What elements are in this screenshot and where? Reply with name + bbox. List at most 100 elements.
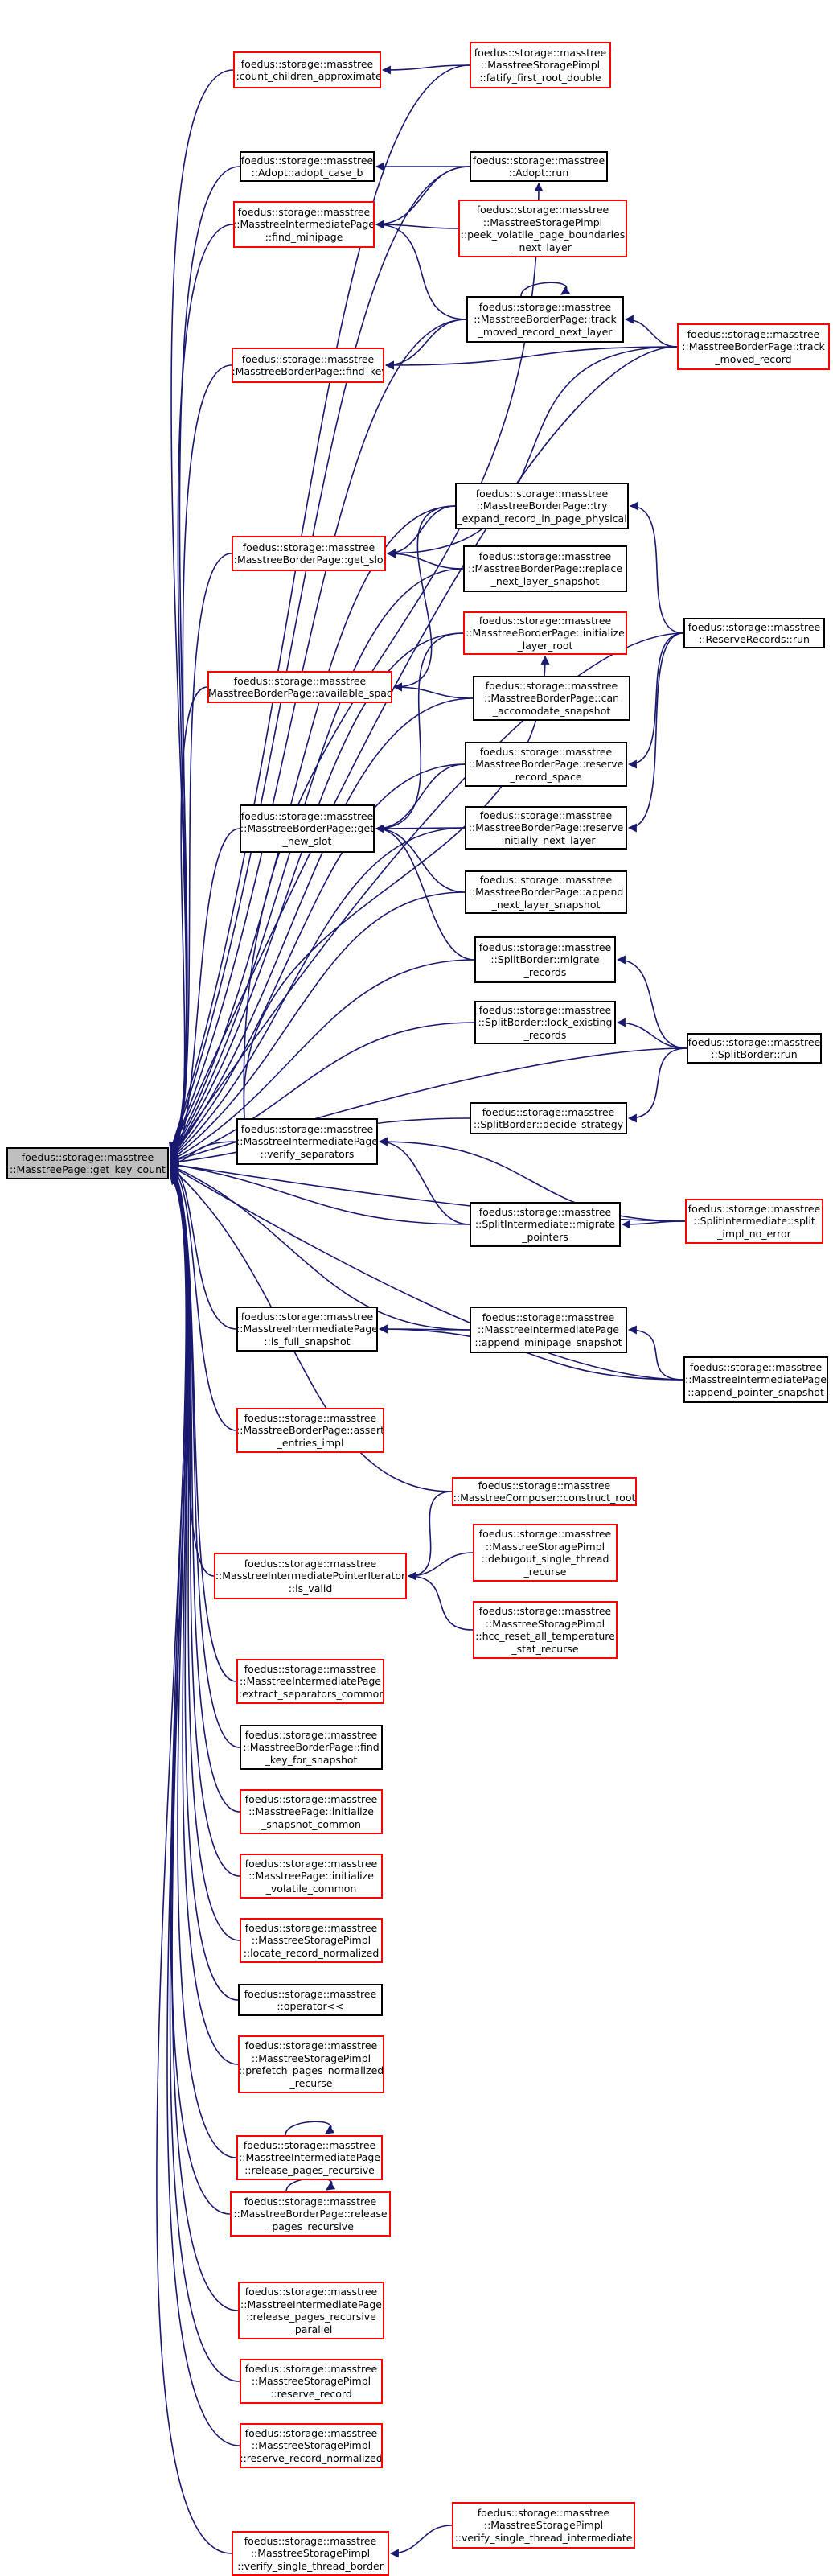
call-edge <box>392 682 474 699</box>
call-edge <box>375 824 466 893</box>
function-node[interactable]: foedus::storage::masstree ::MasstreeInte… <box>236 2135 383 2180</box>
call-edge <box>170 505 456 1157</box>
call-edge <box>375 824 466 833</box>
call-edge <box>375 632 464 833</box>
function-node[interactable]: foedus::storage::masstree ::MasstreeStor… <box>473 1601 618 1659</box>
function-node[interactable]: foedus::storage::masstree ::MasstreeBord… <box>473 676 630 721</box>
call-edge <box>170 346 678 1154</box>
function-node[interactable]: foedus::storage::masstree ::MasstreeStor… <box>473 1524 618 1582</box>
function-node[interactable]: foedus::storage::masstree ::MasstreeInte… <box>214 1553 407 1599</box>
function-node[interactable]: foedus::storage::masstree ::MasstreeBord… <box>455 483 629 529</box>
call-edge <box>375 763 466 833</box>
call-edge <box>169 166 470 1153</box>
function-node[interactable]: foedus::storage::masstree ::MasstreePage… <box>240 1789 383 1834</box>
function-node[interactable]: foedus::storage::masstree ::MasstreeInte… <box>683 1356 828 1403</box>
call-edge <box>384 346 678 370</box>
function-node[interactable]: foedus::storage::masstree ::MasstreeBord… <box>207 671 392 703</box>
function-node[interactable]: foedus::storage::masstree ::SplitBorder:… <box>687 1033 822 1064</box>
call-edge <box>407 1552 474 1581</box>
call-edge <box>168 64 470 1152</box>
call-edge <box>384 319 467 370</box>
function-node[interactable]: foedus::storage::masstree ::MasstreeStor… <box>238 2035 384 2093</box>
function-node[interactable]: foedus::storage::masstree ::MasstreeStor… <box>240 2359 383 2404</box>
function-node[interactable]: foedus::storage::masstree ::MasstreeInte… <box>236 1118 378 1165</box>
function-node[interactable]: foedus::storage::masstree ::MasstreeBord… <box>236 1408 384 1453</box>
function-node[interactable]: foedus::storage::masstree ::operator<< <box>238 1984 383 2016</box>
call-edge <box>170 686 208 1158</box>
function-node[interactable]: foedus::storage::masstree ::Adopt::adopt… <box>240 151 375 182</box>
function-node[interactable]: foedus::storage::masstree ::SplitInterme… <box>470 1202 621 1247</box>
call-edge <box>243 182 544 1119</box>
call-edge <box>616 955 687 1049</box>
function-node[interactable]: foedus::storage::masstree ::SplitInterme… <box>685 1199 823 1244</box>
root-function-node: foedus::storage::masstree ::MasstreePage… <box>6 1147 169 1179</box>
call-edge <box>378 1324 684 1381</box>
call-edge <box>627 1047 687 1123</box>
call-edge <box>386 549 464 570</box>
call-edge <box>375 220 459 229</box>
call-edge <box>392 505 456 692</box>
function-node[interactable]: foedus::storage::masstree ::MasstreeBord… <box>463 611 627 655</box>
function-node[interactable]: foedus::storage::masstree ::MasstreeBord… <box>232 348 384 383</box>
call-edge <box>386 505 456 558</box>
call-edge <box>378 1137 686 1222</box>
call-edge <box>624 315 678 348</box>
function-node[interactable]: foedus::storage::masstree ::MasstreeBord… <box>240 1725 383 1770</box>
function-node[interactable]: foedus::storage::masstree ::MasstreeInte… <box>236 1659 384 1704</box>
call-edge <box>170 697 474 1158</box>
call-edge <box>375 220 467 320</box>
call-edge <box>169 1047 687 1164</box>
call-edge <box>170 1166 237 1431</box>
function-node[interactable]: foedus::storage::masstree ::MasstreeBord… <box>232 536 386 571</box>
call-edge <box>407 1491 453 1581</box>
function-node[interactable]: foedus::storage::masstree ::MasstreeStor… <box>240 1918 383 1963</box>
function-node[interactable]: foedus::storage::masstree ::MasstreeStor… <box>452 2502 635 2549</box>
function-node[interactable]: foedus::storage::masstree ::SplitBorder:… <box>474 1001 616 1044</box>
function-node[interactable]: foedus::storage::masstree ::MasstreeBord… <box>465 870 627 914</box>
call-edge <box>627 632 684 833</box>
function-node[interactable]: foedus::storage::masstree ::MasstreeBord… <box>465 742 627 787</box>
function-node[interactable]: foedus::storage::masstree ::ReserveRecor… <box>683 618 825 648</box>
function-node[interactable]: foedus::storage::masstree ::MasstreeStor… <box>470 42 611 88</box>
function-node[interactable]: foedus::storage::masstree ::MasstreeBord… <box>677 323 830 370</box>
call-edge <box>170 959 475 1162</box>
function-node[interactable]: foedus::storage::masstree ::MasstreeInte… <box>238 2282 384 2339</box>
call-edge <box>375 166 470 229</box>
call-edge <box>378 1137 470 1225</box>
function-node[interactable]: foedus::storage::masstree ::count_childr… <box>233 51 381 88</box>
call-edge <box>386 346 678 558</box>
function-node[interactable]: foedus::storage::masstree ::SplitBorder:… <box>470 1102 627 1134</box>
call-edge <box>156 1175 232 2554</box>
function-node[interactable]: foedus::storage::masstree ::MasstreeBord… <box>466 296 624 343</box>
call-edge <box>169 1022 475 1163</box>
function-node[interactable]: foedus::storage::masstree ::MasstreeBord… <box>240 804 375 853</box>
function-node[interactable]: foedus::storage::masstree ::MasstreePage… <box>240 1854 383 1899</box>
call-edge <box>627 1325 684 1381</box>
function-node[interactable]: foedus::storage::masstree ::MasstreeBord… <box>463 545 627 592</box>
function-node[interactable]: foedus::storage::masstree ::MasstreeStor… <box>232 2531 389 2576</box>
function-node[interactable]: foedus::storage::masstree ::MasstreeInte… <box>470 1307 627 1353</box>
call-edge <box>169 1161 470 1225</box>
function-node[interactable]: foedus::storage::masstree ::MasstreeInte… <box>236 1307 378 1352</box>
function-node[interactable]: foedus::storage::masstree ::MasstreeBord… <box>230 2191 391 2237</box>
function-node[interactable]: foedus::storage::masstree ::MasstreeComp… <box>452 1477 637 1506</box>
function-node[interactable]: foedus::storage::masstree ::SplitBorder:… <box>474 936 616 983</box>
call-edge <box>381 64 470 75</box>
call-edge <box>375 824 475 961</box>
function-node[interactable]: foedus::storage::masstree ::MasstreeBord… <box>465 806 627 850</box>
call-edge <box>170 568 464 1158</box>
call-edge <box>170 891 466 1161</box>
call-edge <box>169 1164 470 1331</box>
call-edge <box>627 632 684 769</box>
function-node[interactable]: foedus::storage::masstree ::MasstreeStor… <box>458 200 627 257</box>
function-node[interactable]: foedus::storage::masstree ::MasstreeStor… <box>240 2423 383 2468</box>
function-node[interactable]: foedus::storage::masstree ::Adopt::run <box>470 151 608 182</box>
call-edge <box>629 501 684 634</box>
call-edge <box>170 1165 684 1381</box>
call-edge <box>170 1167 453 1492</box>
call-edge <box>621 1220 686 1229</box>
call-edge <box>520 282 571 297</box>
function-node[interactable]: foedus::storage::masstree ::MasstreeInte… <box>233 201 375 248</box>
